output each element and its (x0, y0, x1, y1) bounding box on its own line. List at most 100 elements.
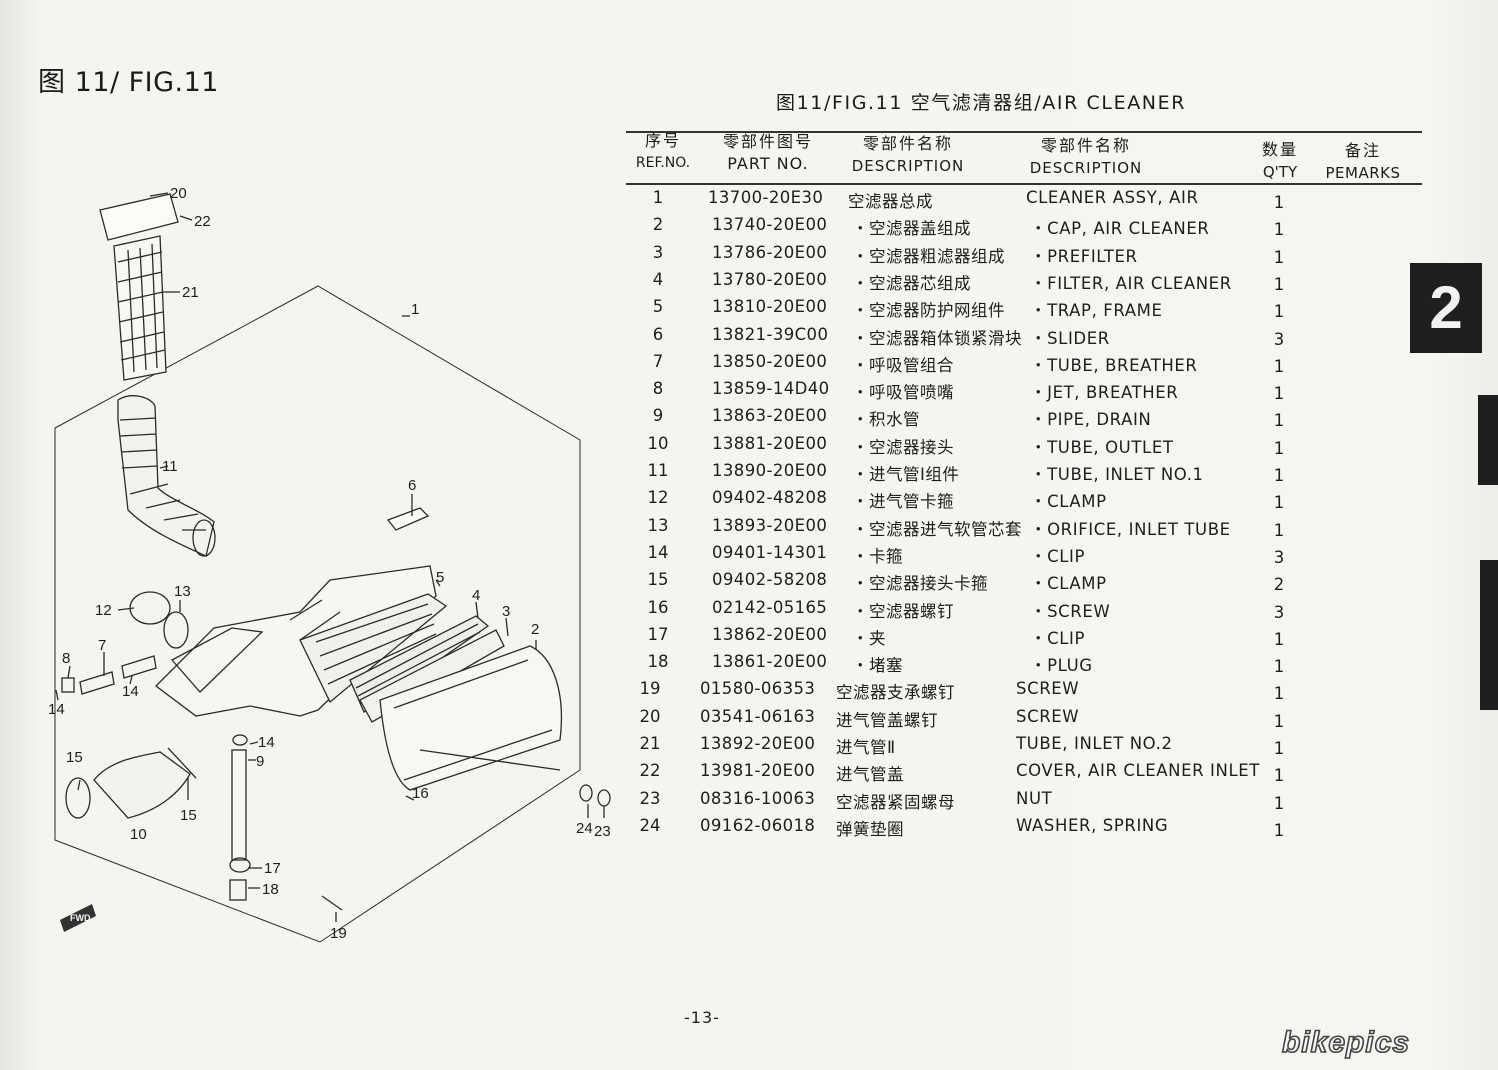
qty-cell: 1 (1273, 766, 1285, 786)
edge-mark-bottom (1480, 560, 1498, 710)
name-en-cell: ・PLUG (1030, 656, 1093, 676)
callout-number: 14 (258, 734, 275, 751)
name-cn-cell: 进气管Ⅱ (836, 738, 896, 757)
ref-cell: 15 (647, 570, 669, 590)
header-qty: 数量 Q'TY (1252, 139, 1308, 183)
part-no-cell: 13881-20E00 (712, 433, 828, 453)
name-cn-cell: ・空滤器芯组成 (852, 273, 971, 293)
qty-cell: 1 (1273, 820, 1285, 840)
name-cn-cell: 进气管盖 (836, 765, 904, 785)
name-en-cell: ・CLAMP (1030, 574, 1107, 594)
qty-cell: 1 (1273, 356, 1285, 376)
header-desc-en-en: DESCRIPTION (1029, 159, 1143, 177)
name-cn-cell: ・空滤器粗滤器组成 (852, 246, 1005, 266)
callout-number: 8 (62, 650, 70, 667)
name-cn-cell: 空滤器总成 (848, 192, 933, 211)
callout-number: 18 (262, 881, 279, 898)
header-desc-cn-cn: 零部件名称 (862, 134, 953, 153)
ref-cell: 9 (652, 406, 664, 426)
qty-cell: 2 (1273, 575, 1285, 595)
qty-cell: 1 (1273, 684, 1285, 704)
name-en-cell: ・FILTER, AIR CLEANER (1030, 273, 1232, 293)
table-top-rule (626, 131, 1422, 133)
ref-cell: 3 (652, 242, 664, 262)
callout-number: 4 (472, 587, 480, 604)
callout-number: 11 (162, 458, 178, 475)
callout-number: 16 (412, 785, 429, 802)
part-no-cell: 13859-14D40 (712, 379, 830, 399)
ref-cell: 12 (647, 488, 669, 508)
callout-number: 21 (182, 284, 199, 301)
name-cn-cell: ・空滤器进气软管芯套 (852, 519, 1022, 539)
part-no-cell: 13700-20E30 (708, 188, 824, 207)
part-no-cell: 13862-20E00 (712, 624, 828, 644)
part-no-cell: 09401-14301 (712, 542, 828, 562)
ref-cell: 4 (652, 269, 664, 289)
qty-cell: 3 (1273, 602, 1285, 622)
name-cn-cell: 弹簧垫圈 (836, 819, 904, 839)
ref-cell: 1 (652, 188, 664, 207)
name-en-cell: SCREW (1016, 679, 1080, 699)
ref-cell: 11 (647, 461, 669, 480)
qty-cell: 1 (1273, 302, 1285, 322)
part-no-cell: 01580-06353 (700, 679, 816, 699)
callout-number: 23 (594, 823, 611, 840)
name-en-cell: ・TRAP, FRAME (1030, 301, 1163, 321)
header-ref-cn: 序号 (644, 131, 681, 150)
header-ref-en: REF.NO. (635, 155, 691, 171)
name-cn-cell: ・进气管Ⅰ组件 (852, 465, 960, 484)
callout-number: 2 (531, 621, 539, 638)
name-cn-cell: ・空滤器防护网组件 (852, 301, 1005, 321)
name-en-cell: TUBE, INLET NO.2 (1016, 734, 1173, 753)
name-en-cell: ・CAP, AIR CLEANER (1030, 219, 1210, 239)
name-en-cell: ・ORIFICE, INLET TUBE (1030, 519, 1231, 539)
name-en-cell: ・PIPE, DRAIN (1030, 410, 1152, 430)
callout-number: 19 (330, 925, 347, 942)
callout-number: 1 (411, 301, 419, 318)
header-desc-cn: 零部件名称 DESCRIPTION (846, 133, 970, 177)
name-cn-cell: ・夹 (852, 628, 886, 648)
qty-cell: 3 (1273, 329, 1285, 349)
name-en-cell: ・PREFILTER (1030, 246, 1138, 266)
qty-cell: 1 (1273, 520, 1285, 540)
header-ref: 序号 REF.NO. (628, 130, 698, 174)
watermark-logo: bikepics (1281, 1025, 1411, 1060)
header-part-no: 零部件图号 PART NO. (706, 131, 830, 175)
part-no-cell: 09162-06018 (700, 815, 816, 835)
name-en-cell: ・CLAMP (1030, 492, 1107, 512)
name-cn-cell: ・空滤器接头卡箍 (852, 574, 988, 594)
callout-number: 3 (502, 603, 510, 620)
qty-cell: 1 (1273, 466, 1285, 485)
section-tab: 2 (1410, 263, 1482, 353)
name-en-cell: ・SLIDER (1030, 328, 1110, 348)
name-en-cell: ・CLIP (1030, 628, 1086, 648)
name-cn-cell: 进气管盖螺钉 (836, 710, 938, 730)
name-cn-cell: ・堵塞 (852, 656, 903, 676)
name-cn-cell: ・空滤器箱体锁紧滑块 (852, 328, 1022, 348)
part-no-cell: 13863-20E00 (712, 406, 828, 426)
ref-cell: 6 (652, 324, 664, 344)
callout-number: 15 (66, 749, 83, 766)
callout-number: 20 (170, 185, 187, 202)
callout-number: 6 (408, 477, 416, 494)
part-no-cell: 13780-20E00 (712, 269, 828, 289)
callout-number: 14 (48, 701, 65, 718)
ref-cell: 16 (647, 597, 669, 617)
fwd-label: FWD (70, 913, 91, 923)
name-en-cell: ・TUBE, INLET NO.1 (1030, 465, 1204, 484)
callout-number: 17 (264, 860, 281, 877)
table-header-rule (626, 183, 1422, 185)
